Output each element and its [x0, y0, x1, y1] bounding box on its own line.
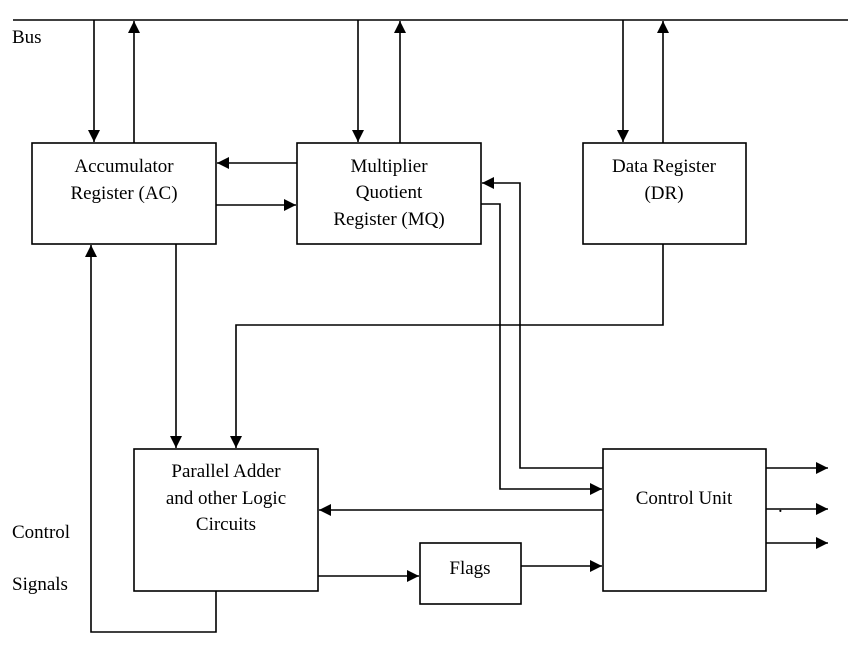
control-unit-label: Control Unit: [636, 488, 733, 509]
dr-label-line2: (DR): [644, 183, 683, 204]
mq-register-box: Multiplier Quotient Register (MQ): [296, 142, 482, 245]
bus-label: Bus: [12, 27, 42, 48]
data-register-box: Data Register (DR): [582, 142, 747, 245]
arrow-dr-to-adder: [230, 244, 664, 448]
accumulator-label-line2: Register (AC): [70, 183, 177, 204]
arrow-mq-to-control: [481, 203, 602, 495]
adder-label-line2: and other Logic: [166, 488, 286, 509]
accumulator-register-box: Accumulator Register (AC): [31, 142, 217, 245]
arrow-control-to-mq: [482, 177, 603, 469]
adder-label-line1: Parallel Adder: [171, 461, 281, 482]
parallel-adder-box: Parallel Adder and other Logic Circuits: [133, 448, 319, 592]
control-label: Control: [12, 522, 70, 543]
signals-label: Signals: [12, 574, 68, 595]
stray-dot-mark: .: [778, 496, 783, 517]
flags-box: Flags: [419, 542, 522, 605]
control-unit-box: Control Unit: [602, 448, 767, 592]
arrow-adder-to-ac: [85, 245, 217, 633]
adder-label-line3: Circuits: [196, 514, 256, 535]
dr-label-line1: Data Register: [612, 156, 717, 177]
mq-label-line3: Register (MQ): [333, 209, 444, 230]
flags-label: Flags: [449, 558, 490, 579]
accumulator-label-line1: Accumulator: [74, 156, 174, 177]
mq-label-line1: Multiplier: [350, 156, 428, 177]
mq-label-line2: Quotient: [356, 182, 423, 203]
